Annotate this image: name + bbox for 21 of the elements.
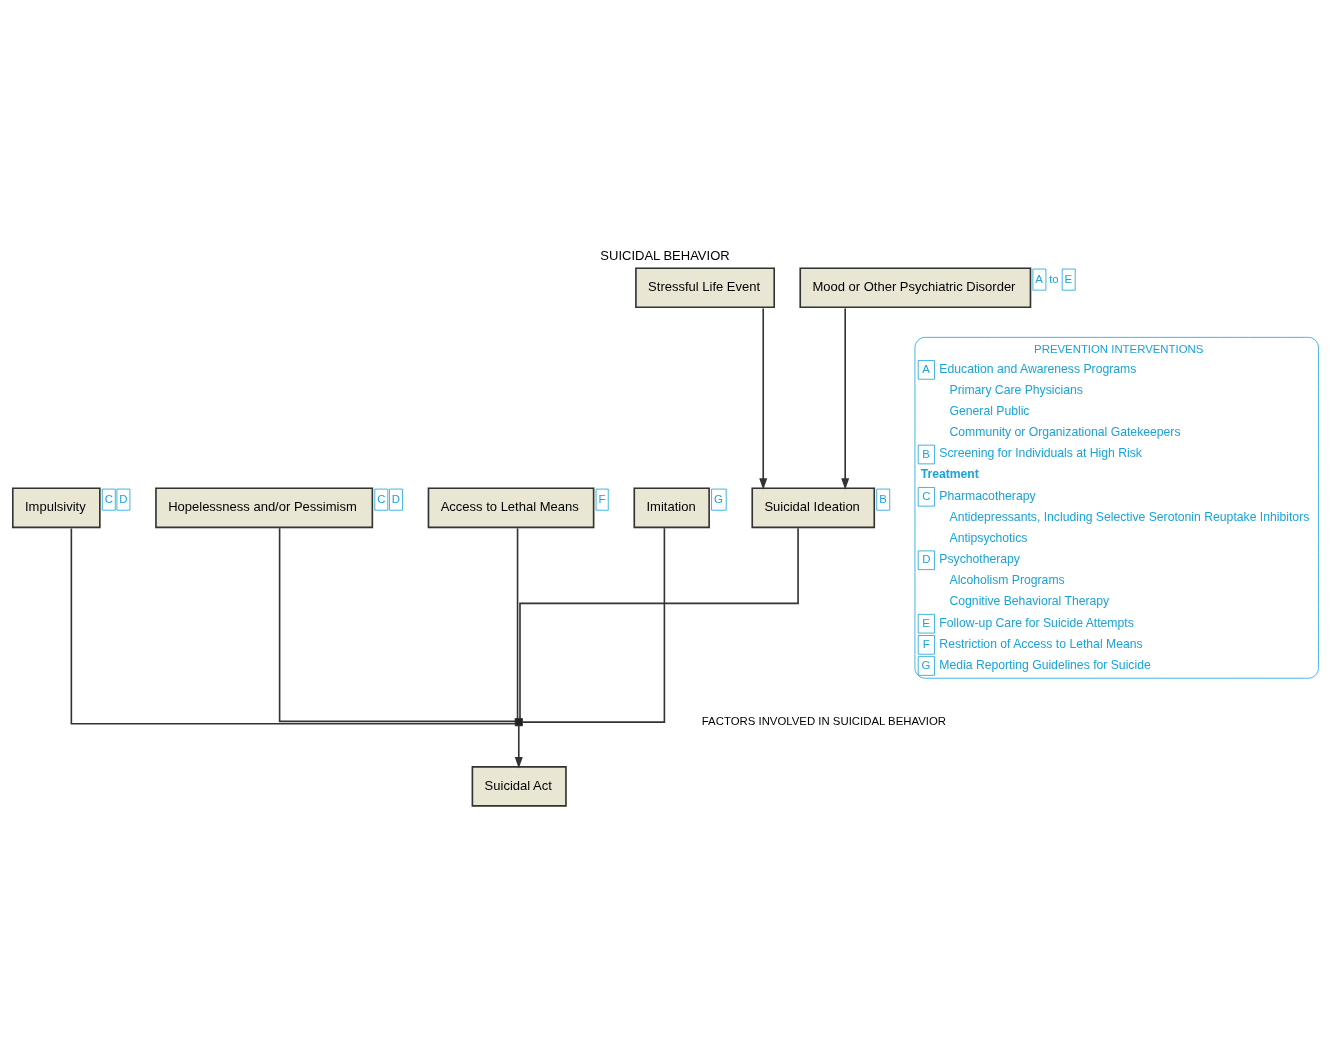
node-label: C	[104, 492, 113, 505]
node-label: G	[714, 492, 723, 505]
diagram-title: SUICIDAL BEHAVIOR	[600, 247, 730, 263]
connector	[70, 527, 516, 725]
connector	[278, 527, 516, 723]
arrow	[514, 725, 523, 769]
arrow	[841, 307, 850, 490]
connector	[519, 527, 799, 720]
node-label: F	[598, 492, 606, 505]
connector	[516, 527, 519, 720]
node-label: D	[119, 492, 128, 505]
node-label: A	[1035, 272, 1043, 285]
arrow	[759, 307, 768, 490]
node-label: to	[1049, 272, 1059, 285]
connector	[521, 527, 666, 723]
node-label: B	[879, 492, 887, 505]
node-label: C	[377, 492, 386, 505]
label: FACTORS INVOLVED IN SUICIDAL BEHAVIOR	[701, 715, 947, 728]
node-label: D	[391, 492, 401, 505]
node-label: E	[1064, 272, 1073, 285]
node-box	[514, 718, 523, 727]
